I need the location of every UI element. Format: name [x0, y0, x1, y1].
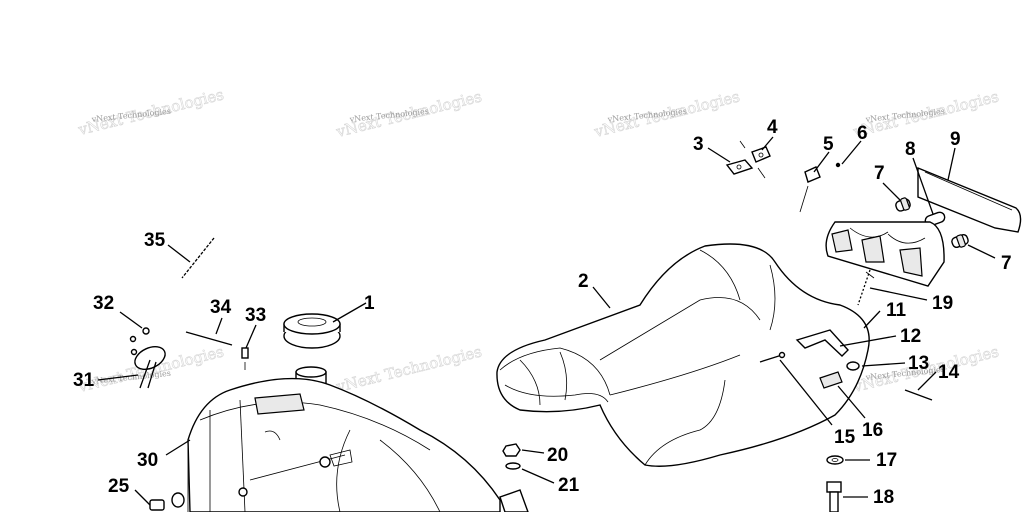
callout-6: 6: [857, 123, 868, 144]
callout-12: 12: [900, 326, 921, 347]
callout-2: 2: [578, 271, 589, 292]
bolt-part: [904, 389, 933, 401]
fitting-part: [241, 347, 249, 370]
taillight-lens-part: [917, 166, 1022, 233]
screw-part: [129, 327, 150, 356]
callout-17: 17: [876, 450, 897, 471]
callout-19: 19: [932, 293, 953, 314]
callout-30: 30: [137, 450, 158, 471]
fitting-part: [149, 492, 185, 511]
rivet-part: [835, 162, 841, 168]
callouts: 1 2 3 4 5 6 7 8 9 7 11 12 13 14 15 16 17…: [73, 117, 1012, 508]
seat-latch-bracket: [795, 329, 849, 357]
callout-25: 25: [108, 476, 130, 497]
fuel-tank-part: [187, 377, 501, 512]
callout-18: 18: [873, 487, 894, 508]
rod-part: [185, 331, 233, 346]
callout-13: 13: [908, 353, 929, 374]
callout-32: 32: [93, 293, 114, 314]
callout-31: 31: [73, 370, 95, 391]
nut-part: [502, 443, 521, 457]
bracket-part: [799, 166, 821, 213]
seat-part: [496, 243, 870, 467]
callout-33: 33: [245, 305, 266, 326]
pin-part: [759, 351, 786, 363]
fuel-cap-part: [283, 313, 341, 349]
wire-harness-part: [857, 269, 875, 306]
callout-14: 14: [938, 362, 960, 383]
bolt-part: [826, 481, 842, 512]
bulb-part: [895, 197, 911, 212]
callout-1: 1: [364, 293, 375, 314]
callout-7-right: 7: [1001, 253, 1012, 274]
latch-plate-part: [725, 159, 754, 175]
strap-part: [181, 237, 215, 279]
callout-8: 8: [905, 139, 916, 160]
bracket-part: [499, 489, 529, 512]
callout-15: 15: [834, 427, 856, 448]
callout-20: 20: [547, 445, 568, 466]
taillight-housing-part: [825, 221, 945, 287]
callout-9: 9: [950, 129, 961, 150]
callout-35: 35: [144, 230, 166, 251]
washer-part: [826, 455, 844, 465]
latch-part: [819, 371, 843, 389]
washer-part: [846, 361, 860, 371]
callout-11: 11: [886, 300, 907, 321]
watermark-shadow: vNext Technologies: [334, 342, 484, 396]
clip-part: [739, 140, 771, 179]
washer-part: [505, 462, 521, 470]
callout-3: 3: [693, 134, 704, 155]
leader-lines: [97, 136, 996, 506]
callout-4: 4: [767, 117, 778, 138]
callout-16: 16: [862, 420, 883, 441]
callout-7-left: 7: [874, 163, 885, 184]
callout-34: 34: [210, 297, 232, 318]
bulb-part: [951, 233, 969, 249]
callout-21: 21: [558, 475, 580, 496]
callout-5: 5: [823, 134, 834, 155]
fuel-sender-part: [134, 345, 166, 389]
